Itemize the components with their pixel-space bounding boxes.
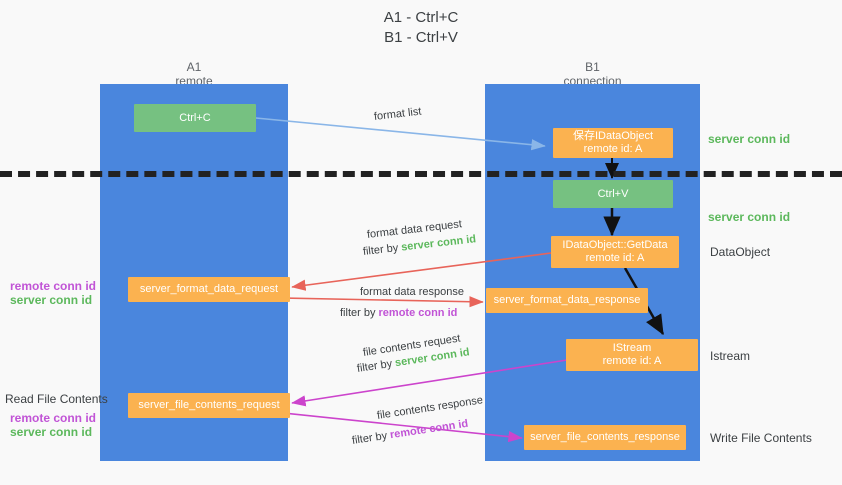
node-server-format-data-response[interactable]: server_format_data_response (486, 288, 648, 313)
annotation-right-dataobject: DataObject (710, 245, 771, 259)
column-a1-name: A1 (186, 60, 202, 74)
node-save-idataobject[interactable]: 保存IDataObject remote id: A (553, 128, 673, 158)
node-istream-line1: IStream (612, 342, 652, 354)
annotation-left-remote-conn-id-bottom: remote conn id (10, 411, 97, 425)
filter-key-remote-conn-id: remote conn id (378, 307, 458, 319)
page-title: A1 - Ctrl+C B1 - Ctrl+V (0, 8, 842, 48)
node-save-idataobject-line2: remote id: A (583, 143, 643, 155)
filter-prefix: filter by (340, 307, 379, 319)
node-server-format-data-request[interactable]: server_format_data_request (128, 277, 290, 302)
filter-prefix: filter by (351, 429, 391, 447)
node-getdata-line1: IDataObject::GetData (562, 239, 668, 251)
node-idataobject-getdata[interactable]: IDataObject::GetData remote id: A (551, 236, 679, 268)
title-line-2: B1 - Ctrl+V (384, 29, 458, 46)
title-line-1: A1 - Ctrl+C (383, 9, 459, 26)
node-server-format-data-response-label: server_format_data_response (493, 294, 641, 306)
node-server-file-contents-response[interactable]: server_file_contents_response (524, 425, 686, 450)
node-server-file-contents-request-label: server_file_contents_request (138, 399, 280, 411)
node-ctrl-v-label: Ctrl+V (597, 187, 629, 200)
edge-label-format-list: format list (373, 105, 423, 123)
node-server-file-contents-response-label: server_file_contents_response (530, 431, 680, 443)
edge-label-file-contents-response-filter: filter by remote conn id (351, 417, 469, 448)
node-istream-line2: remote id: A (602, 355, 662, 367)
annotation-right-istream: Istream (710, 349, 751, 363)
filter-key-remote-conn-id: remote conn id (389, 417, 469, 442)
edge-label-file-contents-response: file contents response (376, 394, 484, 422)
annotation-right-server-conn-id-mid: server conn id (708, 210, 791, 224)
node-getdata-line2: remote id: A (585, 252, 645, 264)
node-ctrl-c-label: Ctrl+C (179, 111, 211, 124)
node-ctrl-v[interactable]: Ctrl+V (553, 180, 673, 208)
annotation-right-server-conn-id-top: server conn id (708, 132, 791, 146)
phase-divider (0, 171, 842, 177)
filter-prefix: filter by (356, 357, 396, 375)
annotation-left-server-conn-id-bottom: server conn id (10, 425, 93, 439)
annotation-left-read-file-contents: Read File Contents (5, 392, 108, 406)
filter-prefix: filter by (362, 241, 402, 258)
edge-label-format-data-response-filter: filter by remote conn id (340, 306, 457, 320)
annotation-left-server-conn-id-top: server conn id (10, 293, 93, 307)
node-save-idataobject-line1: 保存IDataObject (572, 130, 654, 142)
annotation-left-remote-conn-id-top: remote conn id (10, 279, 97, 293)
edge-label-format-data-response: format data response (360, 286, 464, 298)
node-ctrl-c[interactable]: Ctrl+C (134, 104, 256, 132)
node-server-file-contents-request[interactable]: server_file_contents_request (128, 393, 290, 418)
node-server-format-data-request-label: server_format_data_request (139, 283, 279, 295)
node-istream[interactable]: IStream remote id: A (566, 339, 698, 371)
annotation-right-write-file-contents: Write File Contents (710, 431, 812, 445)
column-b1-name: B1 (585, 60, 600, 74)
